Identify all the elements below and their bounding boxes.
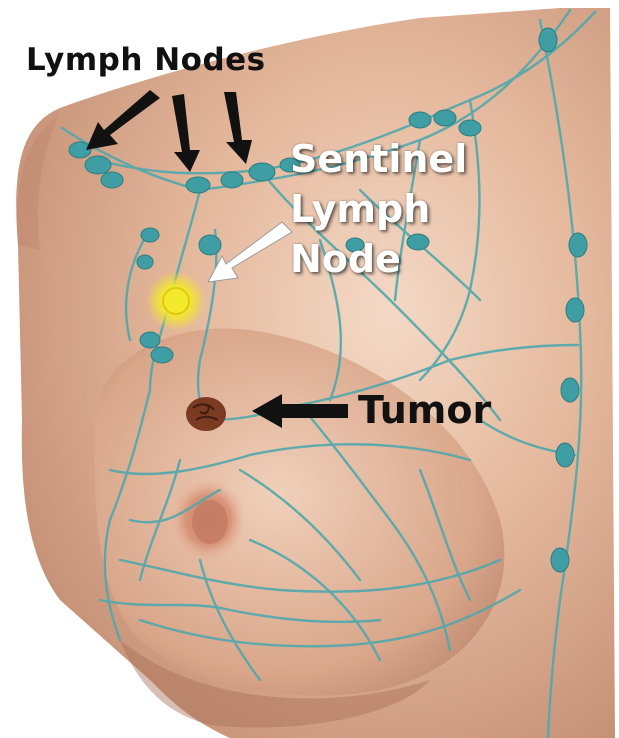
tumor <box>186 397 226 431</box>
sentinel-lymph-node-label: Sentinel Lymph Node <box>290 134 467 284</box>
lymph-nodes-label: Lymph Nodes <box>26 42 266 78</box>
sentinel-label-line: Sentinel <box>290 134 467 184</box>
nipple-center <box>192 500 228 544</box>
tumor-label: Tumor <box>358 388 491 432</box>
sentinel-label-line: Lymph <box>290 184 467 234</box>
sentinel-node <box>163 288 189 314</box>
sentinel-label-line: Node <box>290 234 467 284</box>
